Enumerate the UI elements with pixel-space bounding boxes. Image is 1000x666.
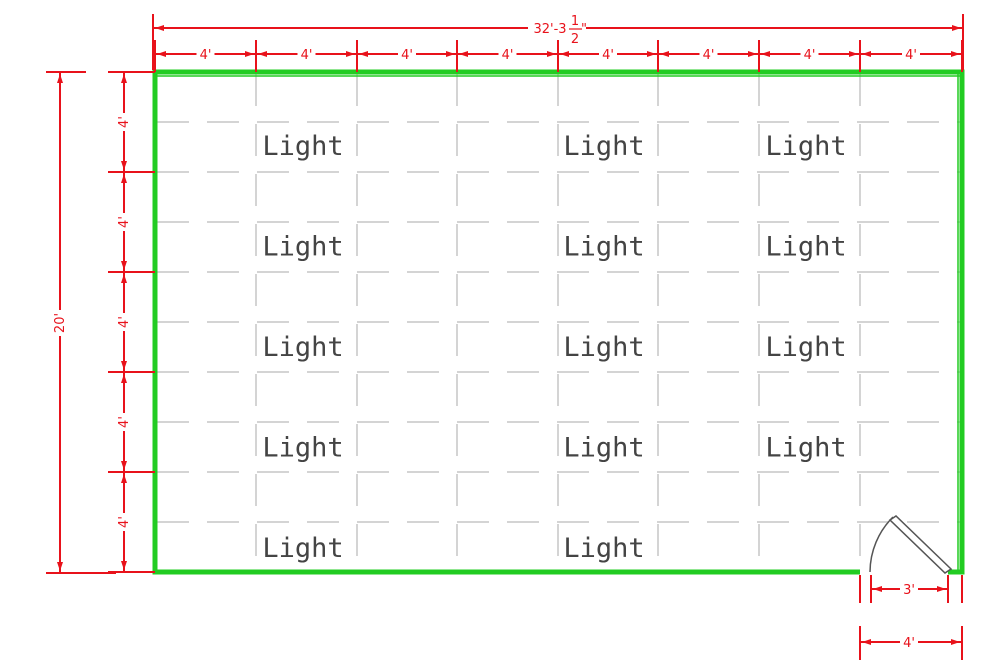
label-mask	[52, 310, 68, 336]
dimension-arrowhead	[359, 51, 368, 57]
label-mask	[800, 45, 819, 59]
fraction-suffix: "	[581, 22, 587, 37]
light-label: Light	[262, 433, 343, 464]
dimension-arrowhead	[459, 51, 468, 57]
row-dimension-label: 4'	[117, 416, 132, 428]
dimension-arrowhead	[849, 51, 858, 57]
dimension-arrowhead	[761, 51, 770, 57]
column-dimension-label: 4'	[200, 48, 212, 63]
door-swing-arc	[869, 516, 894, 573]
light-label: Light	[262, 232, 343, 263]
overall-height-label: 20'	[53, 313, 68, 333]
label-mask	[116, 213, 130, 231]
door	[869, 515, 953, 574]
door-leaf	[888, 515, 953, 574]
dimension-arrowhead	[121, 161, 127, 170]
label-mask	[699, 45, 718, 59]
dimension-arrowhead	[121, 474, 127, 483]
dimension-arrowhead	[121, 561, 127, 570]
dimension-arrowhead	[560, 51, 569, 57]
label-mask	[116, 313, 130, 331]
label-mask	[900, 581, 918, 595]
column-dimension-label: 4'	[401, 48, 413, 63]
column-dimension-label: 4'	[703, 48, 715, 63]
light-label: Light	[563, 131, 644, 162]
column-dimension-label: 4'	[905, 48, 917, 63]
dimension-arrowhead	[57, 562, 63, 571]
fraction-denominator: 2	[571, 32, 579, 47]
dimension-arrowhead	[121, 361, 127, 370]
column-dimension-label: 4'	[804, 48, 816, 63]
dimension-arrowhead	[952, 25, 961, 31]
light-label: Light	[262, 533, 343, 564]
label-mask	[116, 113, 130, 131]
dimension-arrowhead	[57, 74, 63, 83]
dimension-arrowhead	[873, 586, 882, 592]
dimension-arrowhead	[157, 51, 166, 57]
fraction-numerator: 1	[571, 14, 579, 29]
label-mask	[900, 634, 918, 648]
light-label: Light	[563, 332, 644, 363]
overall-width-label: 32'-3	[533, 22, 566, 37]
dimension-arrowhead	[121, 74, 127, 83]
row-dimension-label: 4'	[117, 216, 132, 228]
label-mask	[196, 45, 215, 59]
column-dimension-label: 4'	[602, 48, 614, 63]
label-mask	[116, 413, 130, 431]
row-dimension-label: 4'	[117, 116, 132, 128]
light-label: Light	[262, 332, 343, 363]
label-mask	[297, 45, 316, 59]
dimensions: 32'-3 1 2" 4' 4' 4' 4' 4' 4' 4' 4' 20' 4' 4' 4' 4' 4' 3' 4…	[46, 14, 964, 660]
column-dimension-label: 4'	[301, 48, 313, 63]
light-label: Light	[765, 131, 846, 162]
light-label: Light	[765, 232, 846, 263]
dimension-arrowhead	[862, 51, 871, 57]
dimension-arrowhead	[121, 261, 127, 270]
label-mask	[116, 513, 130, 531]
column-dimension-label: 4'	[502, 48, 514, 63]
dimension-arrowhead	[647, 51, 656, 57]
light-label: Light	[262, 131, 343, 162]
dimension-arrowhead	[121, 174, 127, 183]
dimension-arrowhead	[346, 51, 355, 57]
dimension-arrowhead	[748, 51, 757, 57]
label-mask	[902, 45, 920, 59]
label-mask	[398, 45, 416, 59]
dimension-arrowhead	[121, 461, 127, 470]
dimension-arrowhead	[951, 51, 960, 57]
light-label: Light	[563, 533, 644, 564]
ceiling-grid	[155, 72, 962, 572]
dimension-arrowhead	[951, 639, 960, 645]
door-opening-label: 3'	[903, 583, 915, 598]
label-mask	[498, 45, 517, 59]
dimension-arrowhead	[937, 586, 946, 592]
dimension-arrowhead	[121, 274, 127, 283]
door-panel-label: 4'	[903, 636, 915, 651]
dimension-arrowhead	[547, 51, 556, 57]
row-dimension-label: 4'	[117, 316, 132, 328]
dimension-arrowhead	[446, 51, 455, 57]
dimension-arrowhead	[660, 51, 669, 57]
dimension-arrowhead	[245, 51, 254, 57]
dimension-arrowhead	[155, 25, 164, 31]
light-label: Light	[765, 332, 846, 363]
label-mask	[599, 45, 617, 59]
row-dimension-label: 4'	[117, 516, 132, 528]
dimension-arrowhead	[121, 374, 127, 383]
light-label: Light	[765, 433, 846, 464]
dimension-arrowhead	[862, 639, 871, 645]
light-label: Light	[563, 433, 644, 464]
light-label: Light	[563, 232, 644, 263]
dimension-arrowhead	[258, 51, 267, 57]
